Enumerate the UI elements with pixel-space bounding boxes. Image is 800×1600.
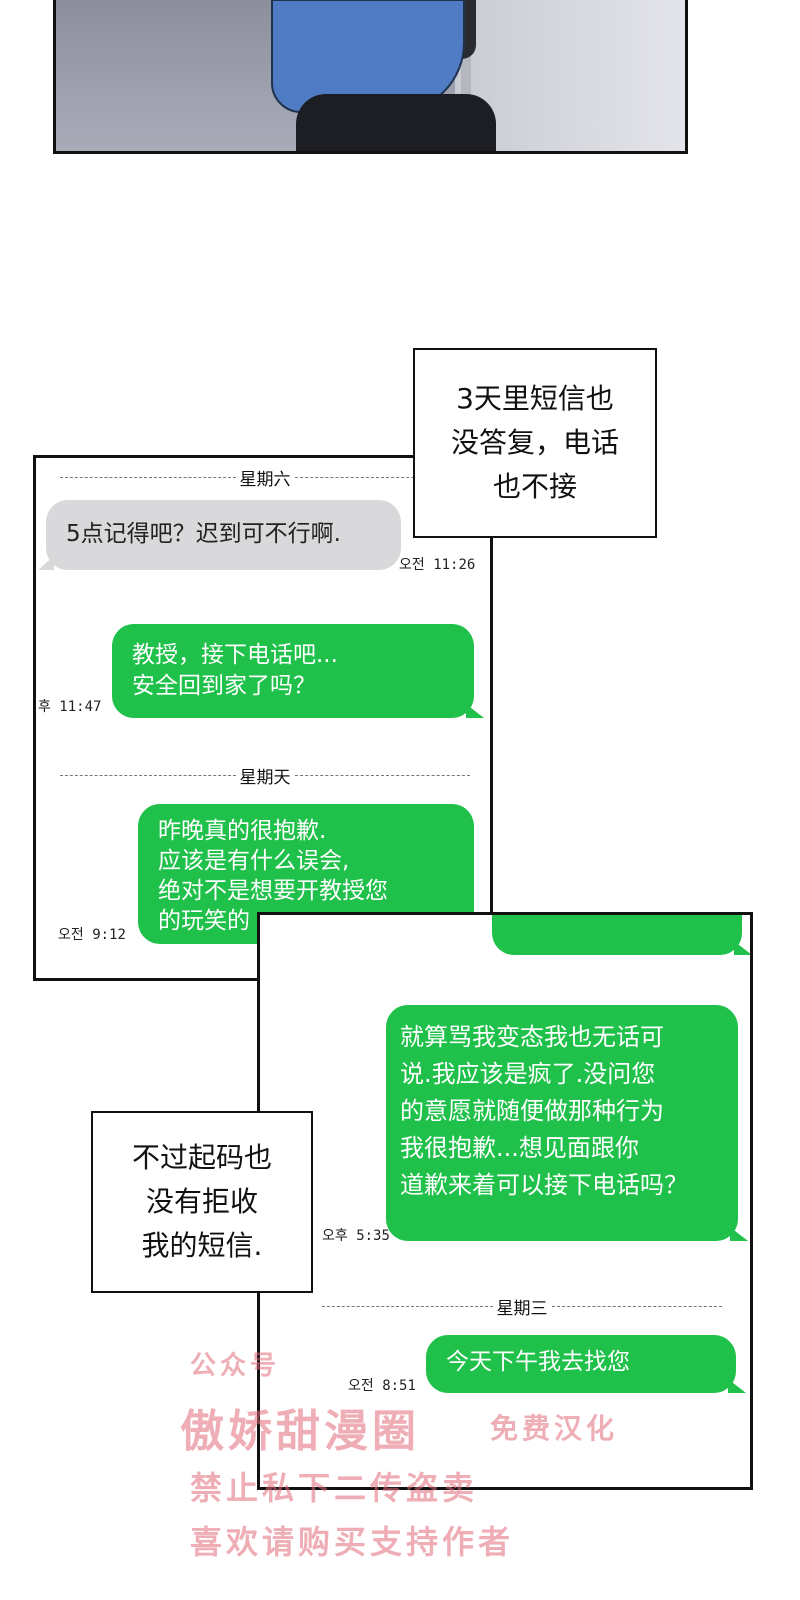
message-timestamp: 오전 8:51 (348, 1378, 416, 1394)
date-label: 星期六 (239, 469, 291, 490)
divider-line (322, 1305, 493, 1307)
chat-panel-2: 就算骂我变态我也无话可 说.我应该是疯了.没问您 的意愿就随便做那种行为 我很抱… (257, 912, 753, 1490)
message-bubble-sent: 教授，接下电话吧... 安全回到家了吗？ (112, 624, 484, 718)
divider-line (294, 774, 470, 776)
date-divider-wednesday: 星期三 (322, 1295, 722, 1319)
top-comic-panel (53, 0, 688, 154)
character-pants (296, 94, 496, 151)
divider-line (294, 476, 470, 478)
date-label: 星期天 (239, 767, 291, 788)
divider-line (60, 476, 236, 478)
divider-line (551, 1305, 722, 1307)
date-label: 星期三 (496, 1298, 548, 1319)
message-bubble-received: 5点记得吧？迟到可不行啊. (38, 500, 401, 570)
date-divider-sunday: 星期天 (60, 764, 470, 788)
message-timestamp: 후 11:47 (38, 699, 102, 715)
message-timestamp: 오전 11:26 (399, 557, 476, 573)
message-bubble-sent: 就算骂我变态我也无话可 说.我应该是疯了.没问您 的意愿就随便做那种行为 我很抱… (386, 1005, 748, 1241)
message-bubble-sent-cropped (492, 915, 750, 955)
doorframe (461, 0, 471, 151)
chat-panel-1: 星期六 5点记得吧？迟到可不行啊. 오전 11:26 教授，接下电话吧... 安… (33, 455, 493, 981)
date-divider-saturday: 星期六 (60, 466, 470, 490)
narration-box: 3天里短信也 没答复，电话 也不接 (413, 348, 657, 538)
narration-box: 不过起码也 没有拒收 我的短信. (91, 1111, 313, 1293)
watermark-line: 喜欢请购买支持作者 (190, 1523, 515, 1561)
message-timestamp: 오후 5:35 (322, 1228, 390, 1244)
message-timestamp: 오전 9:12 (58, 927, 126, 943)
message-bubble-sent: 今天下午我去找您 (426, 1335, 746, 1393)
divider-line (60, 774, 236, 776)
